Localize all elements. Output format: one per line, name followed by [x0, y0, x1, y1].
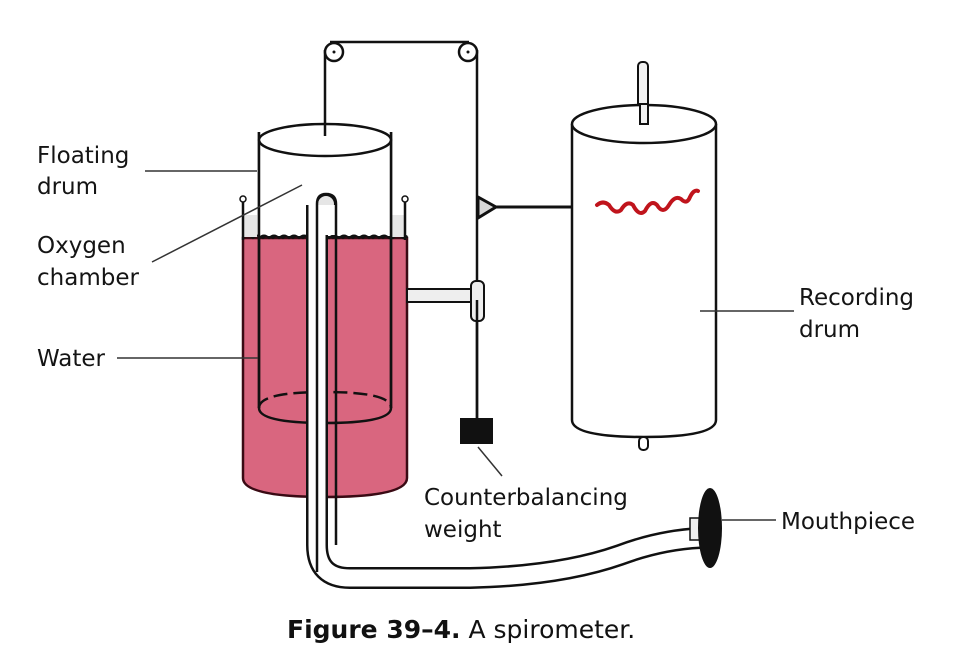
- label-floating-drum-line1: Floating: [37, 143, 129, 169]
- label-mouthpiece: Mouthpiece: [781, 509, 915, 535]
- label-floating-drum-line2: drum: [37, 174, 98, 200]
- pulley-system: [323, 40, 591, 444]
- caption-text: A spirometer.: [461, 615, 636, 644]
- breathing-tube: [306, 192, 701, 589]
- figure-caption: Figure 39–4. A spirometer.: [287, 615, 635, 644]
- label-oxygen-chamber-line1: Oxygen: [37, 233, 126, 259]
- leader-lines: [117, 170, 794, 521]
- caption-number: Figure 39–4.: [287, 615, 461, 644]
- spirogram-trace: [595, 188, 700, 215]
- label-recording-drum-line2: drum: [799, 317, 860, 343]
- mouthpiece: [689, 488, 722, 568]
- label-counterbalancing-weight-line2: weight: [424, 517, 502, 543]
- label-counterbalancing-weight-line1: Counterbalancing: [424, 485, 628, 511]
- recording-pen: [476, 195, 498, 220]
- recording-drum: [570, 61, 718, 451]
- label-recording-drum-line1: Recording: [799, 285, 914, 311]
- label-water: Water: [37, 346, 106, 372]
- label-oxygen-chamber-line2: chamber: [37, 265, 139, 291]
- counterbalancing-weight: [460, 418, 493, 444]
